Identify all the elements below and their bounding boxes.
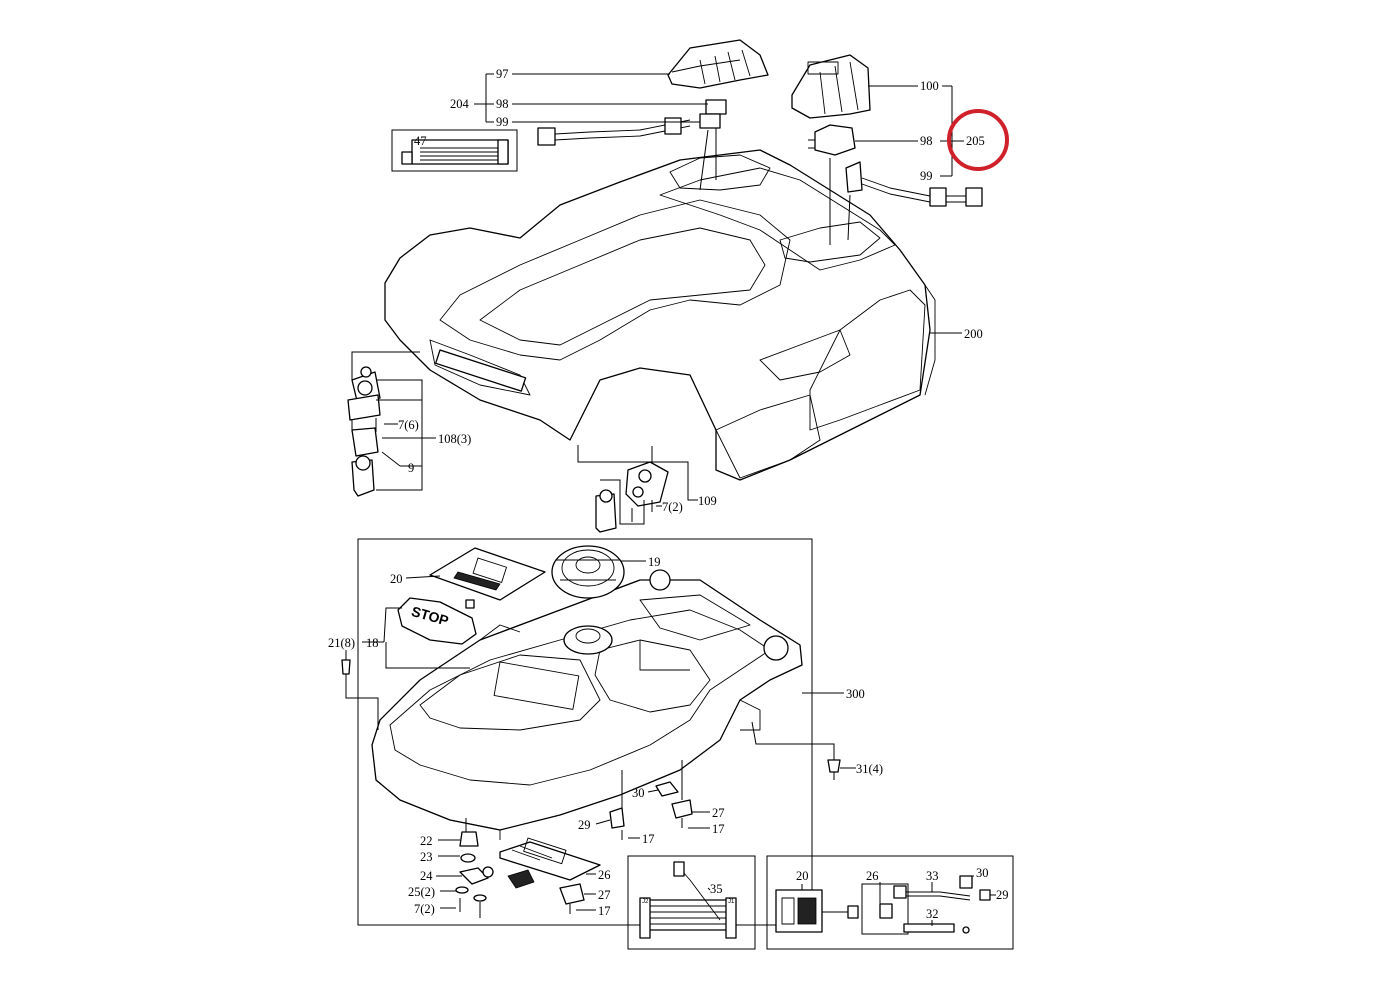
label-30-inset: 30 — [976, 866, 989, 880]
label-25-2: 25(2) — [408, 885, 435, 899]
cover-part-100 — [791, 54, 871, 119]
label-26-inset: 26 — [866, 869, 879, 883]
label-300: 300 — [846, 687, 865, 701]
label-27-lower: 27 — [598, 888, 611, 902]
label-26-main: 26 — [598, 868, 611, 882]
knob-part-19 — [551, 545, 625, 655]
label-7-2-upper: 7(2) — [662, 500, 683, 514]
label-99-right: 99 — [920, 169, 933, 183]
stop-button-part-18: STOP — [397, 597, 477, 645]
label-98-left: 98 — [496, 97, 509, 111]
label-17-center: 17 — [642, 832, 655, 846]
hinge-assembly-left — [347, 366, 401, 497]
label-20-inset: 20 — [796, 869, 809, 883]
inset-box-part-35: J2 J1 — [627, 855, 756, 950]
label-21-8: 21(8) — [328, 636, 355, 650]
label-204: 204 — [450, 97, 470, 111]
label-205: 205 — [966, 134, 985, 148]
highlight-circle-205 — [947, 109, 1009, 171]
label-35: 35 — [710, 882, 723, 896]
label-99-left: 99 — [496, 115, 509, 129]
label-200: 200 — [964, 327, 983, 341]
keypad-part-20 — [429, 547, 546, 609]
small-parts-lower — [341, 659, 841, 918]
label-7-2-lower: 7(2) — [414, 902, 435, 916]
label-27-main: 27 — [712, 806, 725, 820]
label-7-6: 7(6) — [398, 418, 419, 432]
label-17-lower: 17 — [598, 904, 611, 918]
hinge-assembly-bottom — [595, 461, 669, 533]
label-9: 9 — [408, 461, 414, 475]
harness-part-99-right — [845, 161, 983, 207]
chassis-part-300 — [371, 569, 803, 840]
label-98-right: 98 — [920, 134, 933, 148]
connector-part-98-right — [808, 124, 856, 156]
inset-box-electronics — [766, 855, 1014, 950]
label-109: 109 — [698, 494, 717, 508]
body-shell-part-200 — [384, 149, 936, 481]
label-32: 32 — [926, 907, 939, 921]
label-24: 24 — [420, 869, 433, 883]
label-97: 97 — [496, 67, 509, 81]
label-31-4: 31(4) — [856, 762, 883, 776]
label-20-main: 20 — [390, 572, 403, 586]
label-17-main: 17 — [712, 822, 725, 836]
label-29-main: 29 — [578, 818, 591, 832]
label-108-3: 108(3) — [438, 432, 471, 446]
cover-part-97 — [667, 39, 769, 89]
part-labels: 97 98 99 204 47 100 98 205 99 200 7(6) 1… — [328, 67, 1009, 921]
connector-part-98-left — [699, 99, 727, 129]
label-19: 19 — [648, 555, 661, 569]
label-29-inset: 29 — [996, 888, 1009, 902]
chassis-box-outline — [357, 538, 813, 926]
j2-marking: J2 — [642, 899, 649, 905]
label-30-main: 30 — [632, 786, 645, 800]
label-33: 33 — [926, 869, 939, 883]
leader-lines — [345, 73, 996, 926]
label-22: 22 — [420, 834, 433, 848]
pcb-part-47-box — [391, 129, 518, 172]
label-18: 18 — [366, 636, 379, 650]
label-100: 100 — [920, 79, 939, 93]
label-47: 47 — [414, 134, 427, 148]
label-23: 23 — [420, 850, 433, 864]
j1-marking: J1 — [728, 899, 735, 905]
